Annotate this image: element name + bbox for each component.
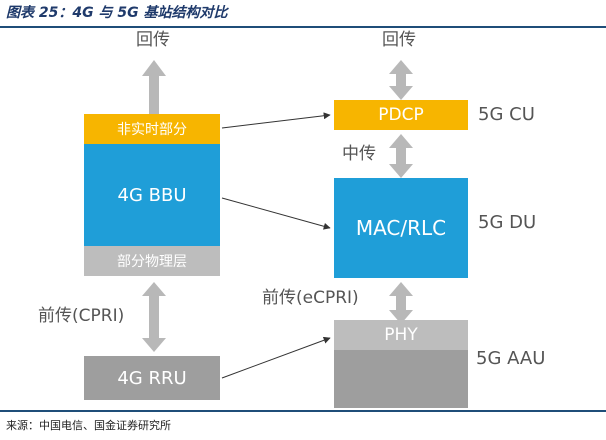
- caption-divider: [0, 26, 606, 28]
- figure-caption: 图表 25：4G 与 5G 基站结构对比: [6, 5, 228, 21]
- non-realtime-part-label: 非实时部分: [117, 122, 187, 138]
- du-label: 5G DU: [478, 212, 537, 233]
- partial-physical-layer-label: 部分物理层: [117, 254, 187, 270]
- phy-box: PHY: [334, 320, 468, 350]
- bbu-box: 4G BBU: [84, 144, 220, 246]
- fronthaul-label-left: 前传(CPRI): [38, 306, 125, 326]
- backhaul-double-arrow-right: [389, 60, 413, 100]
- midhaul-double-arrow: [389, 134, 413, 178]
- fronthaul-double-arrow-right: [389, 282, 413, 324]
- fronthaul-label-right: 前传(eCPRI): [262, 288, 359, 308]
- map-arrow-rru-to-phy: [221, 336, 331, 379]
- pdcp-box: PDCP: [334, 100, 468, 130]
- rru-box: 4G RRU: [84, 356, 220, 400]
- mac-rlc-label: MAC/RLC: [355, 216, 447, 240]
- cu-label: 5G CU: [478, 104, 535, 125]
- non-realtime-part-box: 非实时部分: [84, 114, 220, 144]
- phy-label: PHY: [384, 325, 418, 345]
- rru-label: 4G RRU: [117, 367, 187, 389]
- bbu-label: 4G BBU: [117, 184, 187, 206]
- partial-physical-layer-box: 部分物理层: [84, 246, 220, 276]
- backhaul-label-left: 回传: [136, 30, 170, 50]
- fronthaul-double-arrow-left: [142, 282, 166, 352]
- mac-rlc-box: MAC/RLC: [334, 178, 468, 278]
- map-arrow-nonrt-to-pdcp: [221, 112, 331, 129]
- map-arrow-bbu-to-macrlc: [221, 197, 331, 230]
- source-note: 来源：中国电信、国金证券研究所: [6, 419, 171, 432]
- aau-label: 5G AAU: [476, 348, 546, 369]
- source-divider: [0, 410, 606, 412]
- midhaul-label: 中传: [342, 144, 376, 164]
- backhaul-up-arrow-left: [142, 60, 166, 114]
- aau-body-box: [334, 350, 468, 408]
- pdcp-label: PDCP: [378, 105, 424, 125]
- backhaul-label-right: 回传: [382, 30, 416, 50]
